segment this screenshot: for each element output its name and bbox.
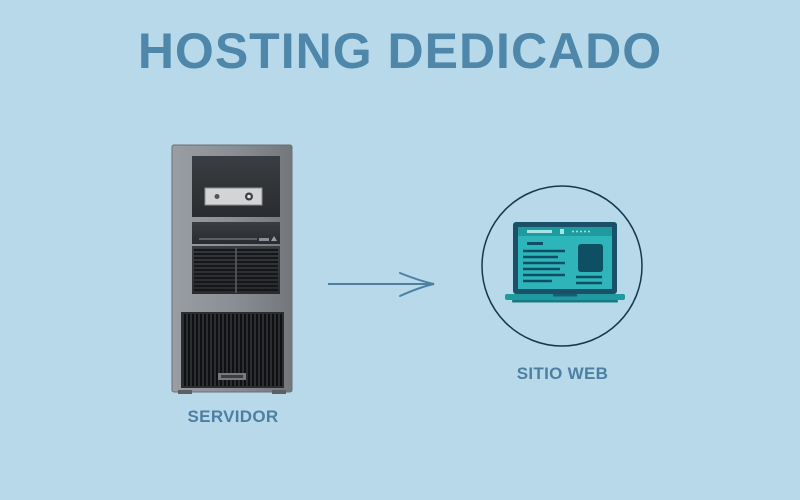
arrow-right-icon (328, 272, 435, 297)
page-title: HOSTING DEDICADO (137, 23, 663, 79)
website-label: SITIO WEB (516, 364, 609, 383)
server-label: SERVIDOR (187, 407, 279, 426)
laptop-website-icon (481, 185, 643, 347)
server-tower-icon (171, 144, 293, 394)
